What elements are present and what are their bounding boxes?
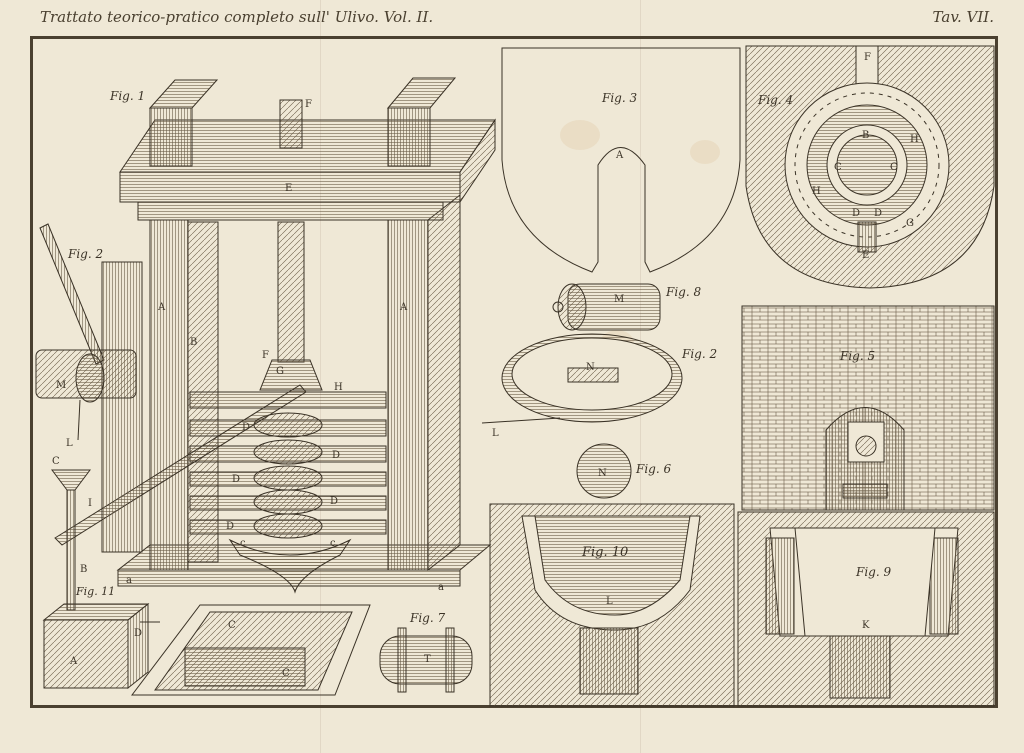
letter-N: N bbox=[586, 362, 595, 373]
letter-D: D bbox=[852, 208, 860, 219]
caption-fig9: Fig. 9 bbox=[855, 565, 891, 579]
fig6-disk bbox=[576, 443, 632, 499]
caption-fig1: Fig. 1 bbox=[109, 89, 145, 103]
letter-H: H bbox=[812, 186, 821, 197]
letter-E: E bbox=[285, 183, 292, 194]
letter-C: C bbox=[282, 668, 290, 679]
letter-A: A bbox=[157, 302, 166, 313]
letter-a: a bbox=[438, 582, 444, 593]
letter-D: D bbox=[242, 422, 250, 433]
letter-L: L bbox=[66, 438, 73, 449]
fig3-shield bbox=[501, 47, 741, 273]
letter-A: A bbox=[615, 150, 624, 161]
caption-fig2: Fig. 2 bbox=[67, 247, 103, 261]
fig7-roller bbox=[379, 627, 473, 693]
letter-B: B bbox=[190, 337, 197, 348]
letter-I: I bbox=[88, 498, 92, 509]
trough bbox=[130, 604, 371, 696]
fig5-furnace bbox=[741, 305, 995, 511]
letter-D: D bbox=[134, 628, 142, 639]
letter-c: c bbox=[330, 538, 336, 549]
letter-F: F bbox=[864, 52, 871, 63]
fig4-circular-plan bbox=[745, 45, 995, 289]
fold-line bbox=[320, 0, 321, 753]
letter-C: C bbox=[228, 620, 236, 631]
fig10-boiler bbox=[489, 503, 735, 707]
reference-letters: F E A A B F G H D D D D D c c a a M L C … bbox=[52, 52, 919, 679]
letter-a: a bbox=[126, 575, 132, 586]
caption-fig3: Fig. 3 bbox=[601, 91, 637, 105]
caption-fig11: Fig. 11 bbox=[75, 585, 115, 598]
letter-T: T bbox=[424, 654, 431, 665]
fig2-capstan bbox=[35, 223, 143, 553]
letter-K: K bbox=[862, 620, 870, 631]
fig2b-wheel bbox=[481, 333, 683, 424]
letter-E: E bbox=[862, 250, 869, 261]
paper-stain bbox=[690, 140, 720, 164]
book-title: Trattato teorico-pratico completo sull' … bbox=[40, 8, 434, 26]
letter-H: H bbox=[334, 382, 343, 393]
caption-fig8: Fig. 8 bbox=[665, 285, 701, 299]
caption-fig2-right: Fig. 2 bbox=[681, 347, 717, 361]
letter-C: C bbox=[890, 162, 898, 173]
caption-fig7: Fig. 7 bbox=[409, 611, 445, 625]
letter-G: G bbox=[276, 366, 284, 377]
paper-stain bbox=[560, 120, 600, 150]
letter-C: C bbox=[52, 456, 60, 467]
fig9-boiler bbox=[737, 511, 995, 707]
letter-F: F bbox=[305, 99, 312, 110]
letter-A: A bbox=[69, 656, 78, 667]
letter-F: F bbox=[262, 350, 269, 361]
fig11-funnel bbox=[42, 469, 160, 690]
letter-L: L bbox=[606, 596, 613, 607]
letter-N: N bbox=[598, 468, 607, 479]
letter-C: C bbox=[834, 162, 842, 173]
caption-fig6: Fig. 6 bbox=[635, 462, 671, 476]
letter-D: D bbox=[332, 450, 340, 461]
letter-B: B bbox=[80, 564, 87, 575]
letter-M: M bbox=[614, 294, 624, 305]
letter-L: L bbox=[492, 428, 499, 439]
plate-header: Trattato teorico-pratico completo sull' … bbox=[0, 6, 1024, 30]
letter-G: G bbox=[906, 218, 914, 229]
letter-B: B bbox=[862, 130, 869, 141]
plate-number: Tav. VII. bbox=[932, 8, 994, 26]
letter-H: H bbox=[910, 134, 919, 145]
letter-D: D bbox=[226, 521, 234, 532]
caption-fig5: Fig. 5 bbox=[839, 349, 875, 363]
fig8-cylinder bbox=[552, 283, 661, 331]
letter-D: D bbox=[874, 208, 882, 219]
letter-D: D bbox=[330, 496, 338, 507]
caption-fig4: Fig. 4 bbox=[757, 93, 793, 107]
letter-D: D bbox=[232, 474, 240, 485]
letter-c: c bbox=[240, 538, 246, 549]
letter-A: A bbox=[399, 302, 408, 313]
caption-fig10: Fig. 10 bbox=[581, 545, 628, 560]
letter-M: M bbox=[56, 380, 66, 391]
